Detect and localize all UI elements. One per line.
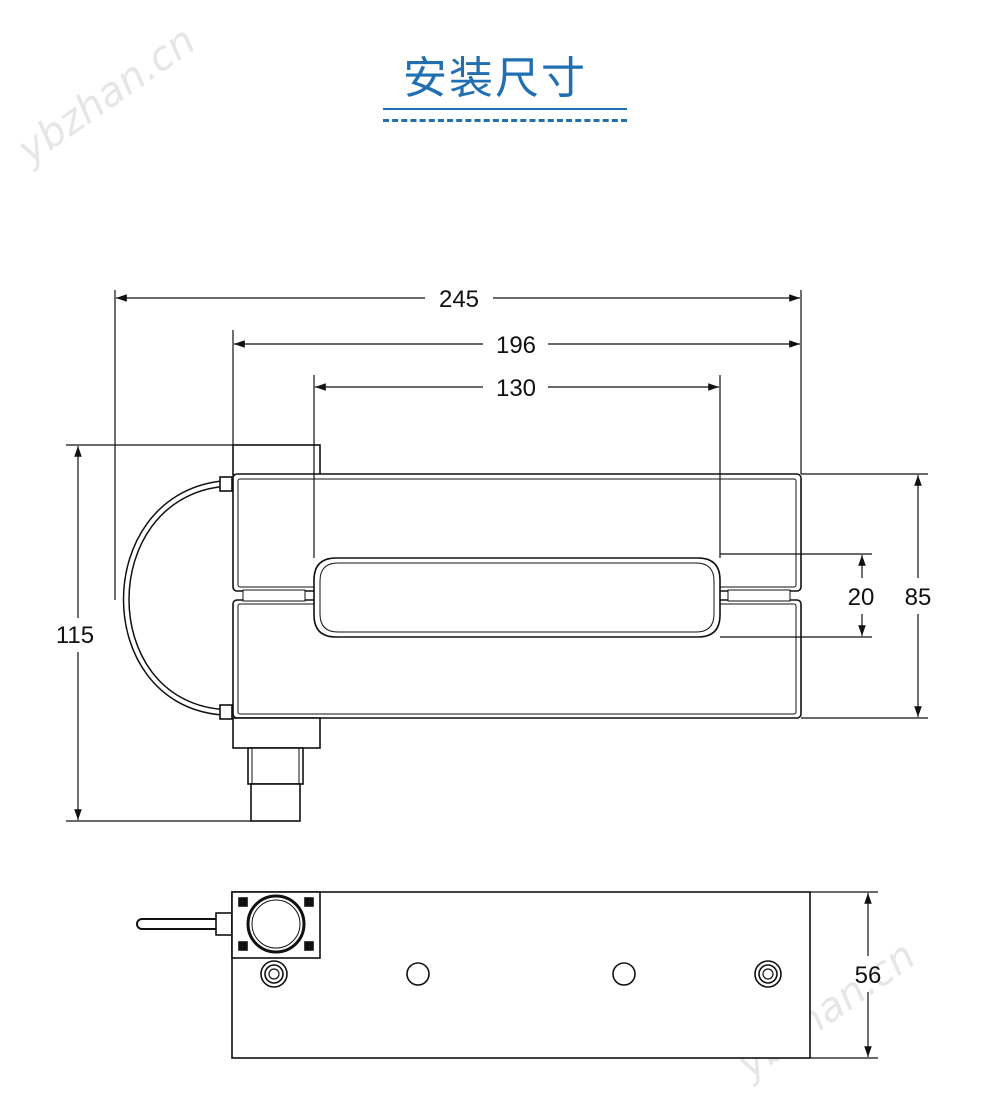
slot bbox=[313, 557, 721, 638]
bottom-block bbox=[232, 717, 321, 749]
dim-56: 56 bbox=[855, 962, 882, 989]
dimension-lines-side bbox=[810, 891, 878, 1059]
connector-stem bbox=[247, 747, 304, 785]
dimension-labels-top: 245 196 130 115 85 20 bbox=[56, 286, 931, 649]
dim-130: 130 bbox=[496, 375, 536, 402]
title-dashed-underline bbox=[383, 119, 627, 122]
dimension-lines-top bbox=[66, 290, 928, 822]
page-title: 安装尺寸 bbox=[403, 53, 587, 104]
side-body bbox=[231, 891, 811, 1059]
connector-plug bbox=[250, 783, 301, 822]
dim-196: 196 bbox=[496, 332, 536, 359]
mounting-hole-4 bbox=[754, 960, 782, 988]
title-underline bbox=[383, 108, 627, 110]
svg-text:ybzhan.cn: ybzhan.cn bbox=[9, 18, 204, 174]
side-view bbox=[136, 891, 811, 1059]
dim-85: 85 bbox=[905, 584, 932, 611]
mounting-hole-2 bbox=[406, 962, 430, 986]
top-view bbox=[122, 444, 802, 822]
watermark-top-left: ybzhan.cn bbox=[9, 18, 204, 174]
dim-245: 245 bbox=[439, 286, 479, 313]
mounting-hole-1 bbox=[260, 960, 288, 988]
dim-20: 20 bbox=[848, 584, 875, 611]
mounting-hole-3 bbox=[612, 962, 636, 986]
top-block bbox=[232, 444, 321, 476]
dim-115: 115 bbox=[56, 622, 94, 649]
cable-loop bbox=[122, 480, 232, 716]
